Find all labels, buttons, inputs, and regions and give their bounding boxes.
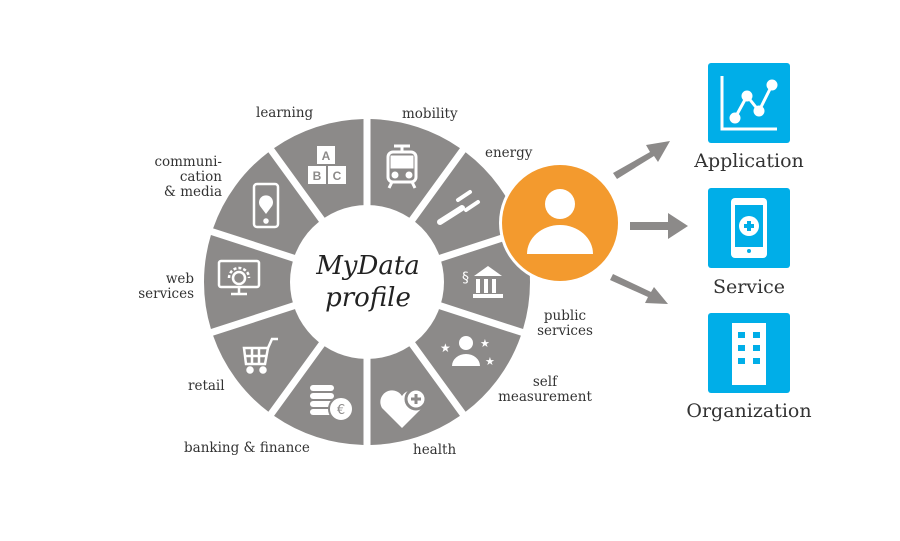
government-building-icon: § <box>462 266 503 298</box>
label-banking-finance: banking & finance <box>184 440 310 456</box>
svg-text:§: § <box>462 270 469 286</box>
application-tile <box>708 63 790 143</box>
mydata-profile-title: MyData profile <box>297 250 439 314</box>
tablet-location-icon <box>252 182 280 229</box>
tram-icon <box>386 144 418 189</box>
arrow-to-organization <box>610 274 668 304</box>
svg-text:★: ★ <box>485 355 495 368</box>
arrow-to-service <box>630 213 688 239</box>
organization-tile <box>708 313 790 393</box>
abc-blocks-icon: A B C <box>308 146 346 184</box>
wheel-center <box>290 205 444 359</box>
building-icon <box>732 323 766 385</box>
label-mobility: mobility <box>402 106 458 122</box>
segment-retail <box>213 303 329 412</box>
title-line-1: MyData <box>316 251 420 281</box>
label-health: health <box>413 442 457 458</box>
label-learning: learning <box>256 105 314 121</box>
label-retail: retail <box>188 378 225 394</box>
label-communication-media: communi-cation& media <box>154 154 222 200</box>
segment-web-services <box>203 234 309 330</box>
plug-icon <box>437 190 480 225</box>
user-profile-node <box>499 162 621 284</box>
label-service: Service <box>712 276 786 298</box>
svg-text:C: C <box>333 169 342 183</box>
label-application: Application <box>694 150 804 172</box>
title-line-2: profile <box>325 283 411 313</box>
svg-text:€: € <box>337 403 345 418</box>
service-tile <box>708 188 790 268</box>
tablet-medical-icon <box>731 198 767 258</box>
person-icon <box>527 189 593 254</box>
line-chart-icon <box>720 76 778 131</box>
coins-euro-icon: € <box>310 385 354 422</box>
label-organization: Organization <box>686 400 812 422</box>
label-energy: energy <box>485 145 533 161</box>
heart-plus-icon <box>380 387 428 428</box>
svg-text:★: ★ <box>440 341 451 355</box>
person-stars-icon: ★ ★ ★ <box>440 336 495 368</box>
shopping-cart-icon <box>242 337 278 374</box>
monitor-gear-icon <box>217 259 261 296</box>
arrow-to-application <box>613 141 670 179</box>
svg-text:★: ★ <box>480 337 490 350</box>
svg-text:B: B <box>313 169 322 183</box>
svg-text:A: A <box>322 149 331 163</box>
